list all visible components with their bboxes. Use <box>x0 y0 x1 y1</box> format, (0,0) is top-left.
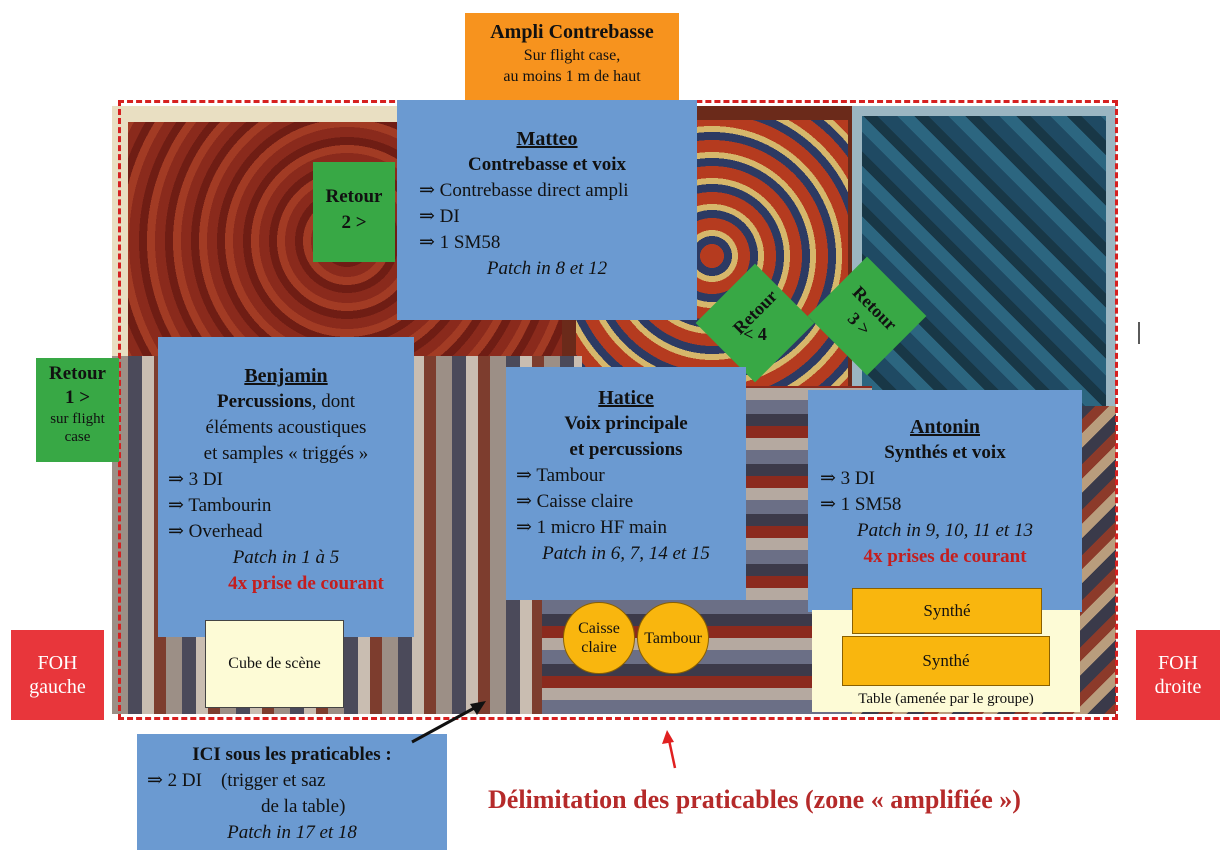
amp-box: Ampli Contrebasse Sur flight case, au mo… <box>465 13 679 105</box>
benjamin-box: Benjamin Percussions, dont éléments acou… <box>158 337 414 637</box>
cube-de-scene: Cube de scène <box>205 620 344 708</box>
cube-label: Cube de scène <box>228 655 321 672</box>
benjamin-role-rest: , dont <box>311 391 355 412</box>
foh-left-l2: gauche <box>29 676 86 698</box>
retour-1-label: Retour <box>49 363 106 384</box>
antonin-power: 4x prises de courant <box>863 546 1027 567</box>
ici-box: ICI sous les praticables : ⇒ 2 DI (trigg… <box>137 734 447 850</box>
hatice-role2: et percussions <box>569 439 683 460</box>
matteo-box: Matteo Contrebasse et voix ⇒ Contrebasse… <box>397 100 697 320</box>
synth-2-label: Synthé <box>922 651 970 670</box>
ici-title: ICI sous les praticables : <box>192 744 392 765</box>
benjamin-item-3: ⇒ Overhead <box>168 521 263 542</box>
antonin-box: Antonin Synthés et voix ⇒ 3 DI ⇒ 1 SM58 … <box>808 390 1082 612</box>
hatice-role1: Voix principale <box>564 413 688 434</box>
benjamin-name: Benjamin <box>244 365 328 387</box>
table-label: Table (amenée par le groupe) <box>858 691 1034 707</box>
retour-1-note2: case <box>64 429 91 445</box>
matteo-item-2: ⇒ DI <box>419 206 460 227</box>
antonin-role: Synthés et voix <box>884 442 1006 463</box>
retour-2: Retour 2 > <box>313 162 395 262</box>
synth-2: Synthé <box>842 636 1050 686</box>
benjamin-power: 4x prise de courant <box>228 573 384 594</box>
antonin-patch: Patch in 9, 10, 11 et 13 <box>857 520 1033 541</box>
antonin-item-1: ⇒ 3 DI <box>820 468 875 489</box>
retour-1: Retour 1 > sur flight case <box>36 358 119 462</box>
benjamin-patch: Patch in 1 à 5 <box>232 547 340 568</box>
synth-1: Synthé <box>852 588 1042 634</box>
hatice-name: Hatice <box>598 387 654 409</box>
matteo-item-1: ⇒ Contrebasse direct ampli <box>419 180 629 201</box>
hatice-item-2: ⇒ Caisse claire <box>516 491 634 512</box>
amp-line2: au moins 1 m de haut <box>503 68 641 85</box>
tambour-label: Tambour <box>644 630 702 647</box>
antonin-item-2: ⇒ 1 SM58 <box>820 494 902 515</box>
benjamin-desc2: et samples « triggés » <box>203 443 369 464</box>
hatice-item-3: ⇒ 1 micro HF main <box>516 517 668 538</box>
benjamin-desc1: éléments acoustiques <box>205 417 367 438</box>
hatice-box: Hatice Voix principale et percussions ⇒ … <box>506 367 746 600</box>
tambour-circle: Tambour <box>637 602 709 674</box>
retour-2-label: Retour <box>325 186 383 207</box>
red-arrow <box>662 730 677 769</box>
synth-1-label: Synthé <box>923 601 971 620</box>
benjamin-item-2: ⇒ Tambourin <box>168 495 272 516</box>
foh-right: FOH droite <box>1136 630 1220 720</box>
retour-1-note1: sur flight <box>50 411 105 427</box>
foh-right-l2: droite <box>1154 676 1202 698</box>
matteo-item-3: ⇒ 1 SM58 <box>419 232 501 253</box>
caisse-claire-circle: Caisse claire <box>563 602 635 674</box>
ici-patch: Patch in 17 et 18 <box>227 822 357 843</box>
delimitation-label: Délimitation des praticables (zone « amp… <box>488 785 1021 814</box>
retour-2-num: 2 > <box>341 212 367 233</box>
foh-left: FOH gauche <box>11 630 104 720</box>
caisse-l2: claire <box>581 639 617 656</box>
hatice-item-1: ⇒ Tambour <box>516 465 605 486</box>
caisse-l1: Caisse <box>578 620 620 637</box>
retour-1-num: 1 > <box>64 387 91 408</box>
foh-left-l1: FOH <box>37 652 78 674</box>
amp-line1: Sur flight case, <box>523 47 621 64</box>
ici-item: ⇒ 2 DI (trigger et saz <box>147 770 326 791</box>
benjamin-role: Percussions <box>217 391 312 412</box>
benjamin-item-1: ⇒ 3 DI <box>168 469 223 490</box>
hatice-patch: Patch in 6, 7, 14 et 15 <box>542 543 710 564</box>
matteo-name: Matteo <box>516 128 578 150</box>
matteo-role: Contrebasse et voix <box>468 154 626 175</box>
ici-item2: de la table) <box>261 796 346 817</box>
matteo-patch: Patch in 8 et 12 <box>486 258 608 279</box>
foh-right-l1: FOH <box>1157 652 1198 674</box>
antonin-name: Antonin <box>909 416 981 438</box>
black-arrow <box>411 701 486 744</box>
amp-title: Ampli Contrebasse <box>490 21 654 43</box>
